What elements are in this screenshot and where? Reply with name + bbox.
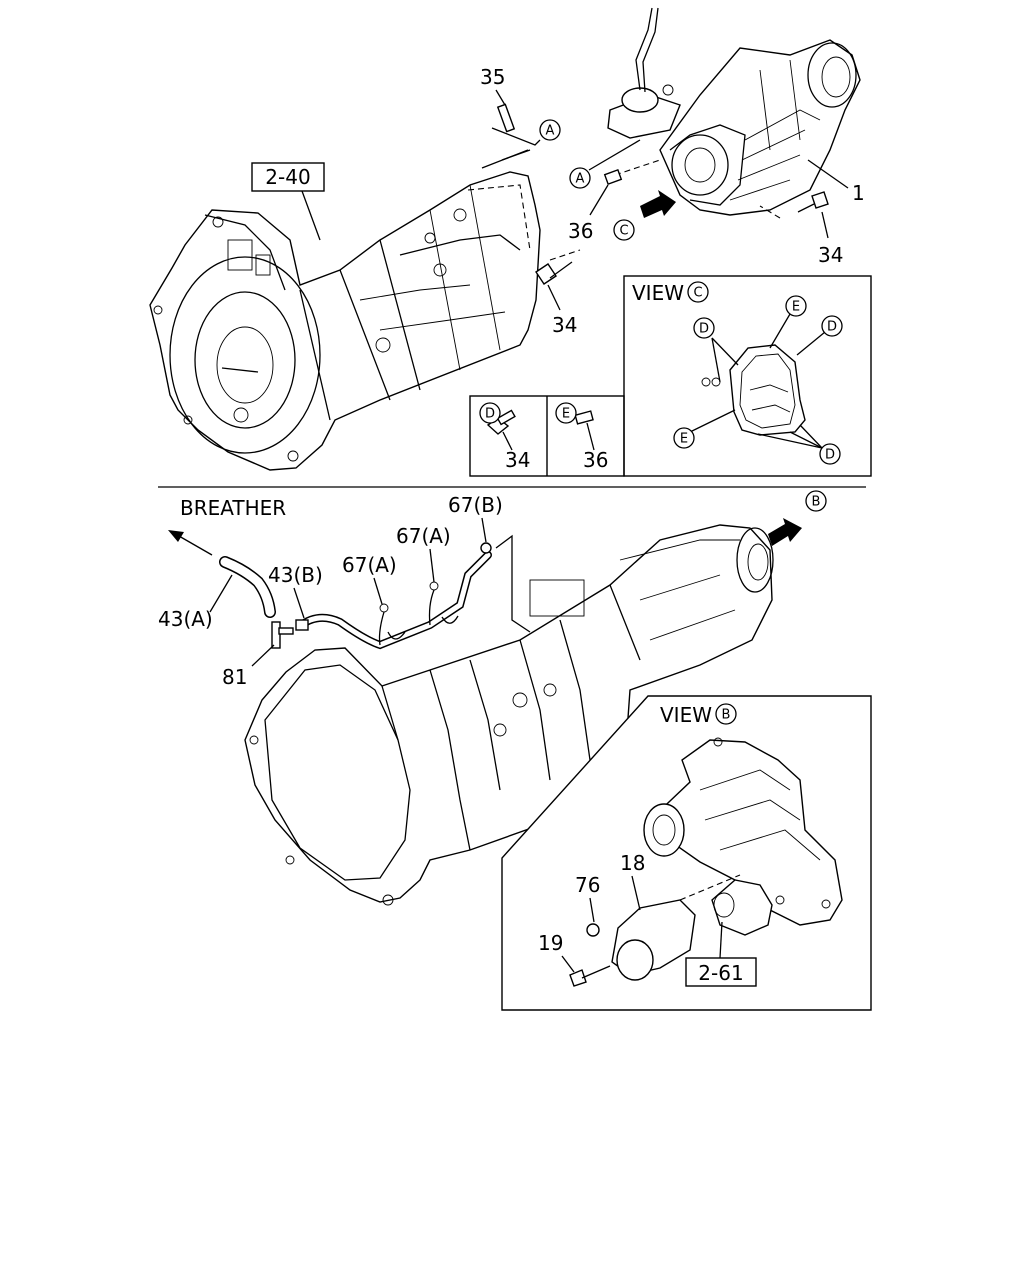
svg-text:D: D <box>827 320 837 335</box>
label-34-mid: 34 <box>552 313 577 337</box>
view-c-label: VIEW <box>632 281 684 305</box>
callout-d-view-2: D <box>821 315 843 337</box>
callout-b-view: B <box>715 703 737 725</box>
svg-text:B: B <box>812 495 821 510</box>
ref-box-2-61[interactable]: 2-61 <box>685 957 757 987</box>
svg-text:E: E <box>562 407 570 422</box>
breather-label: BREATHER <box>180 496 286 520</box>
label-18: 18 <box>620 851 645 875</box>
ref-2-40-label: 2-40 <box>265 165 310 189</box>
label-34-top-right: 34 <box>818 243 843 267</box>
ref-2-61-label: 2-61 <box>698 961 743 985</box>
callout-b-arrow: B <box>805 490 827 512</box>
label-34-box-d: 34 <box>505 448 530 472</box>
svg-text:B: B <box>722 708 731 723</box>
svg-text:C: C <box>693 286 702 301</box>
callout-c-view: C <box>687 281 709 303</box>
svg-text:D: D <box>699 322 709 337</box>
transmission-lower <box>244 524 774 906</box>
callout-d-view-3: D <box>819 443 841 465</box>
label-36-box-e: 36 <box>583 448 608 472</box>
label-67a-2: 67(A) <box>396 524 451 548</box>
view-b-panel: VIEW <box>501 695 872 1011</box>
label-67a-1: 67(A) <box>342 553 397 577</box>
callout-a-right: A <box>569 167 591 189</box>
detail-boxes: 34 36 <box>469 395 625 477</box>
view-b-label: VIEW <box>660 703 712 727</box>
label-35: 35 <box>480 65 505 89</box>
hose-43b-pipe <box>295 542 492 650</box>
callout-a-top: A <box>539 119 561 141</box>
callout-e-view-2: E <box>673 427 695 449</box>
callout-c-top: C <box>613 219 635 241</box>
svg-text:A: A <box>576 172 585 187</box>
label-43b: 43(B) <box>268 563 323 587</box>
bolt-34-mid: 34 <box>535 249 581 337</box>
hose-43a <box>219 556 276 618</box>
transmission-upper <box>149 171 541 471</box>
svg-text:D: D <box>485 407 495 422</box>
callout-d-view-1: D <box>693 317 715 339</box>
label-19: 19 <box>538 931 563 955</box>
label-76: 76 <box>575 873 600 897</box>
callout-d-box: D <box>479 402 501 424</box>
bolt-34-top-right: 34 <box>759 191 843 267</box>
svg-text:A: A <box>546 124 555 139</box>
label-81: 81 <box>222 665 247 689</box>
label-36-top: 36 <box>568 219 593 243</box>
svg-text:D: D <box>825 448 835 463</box>
callout-e-view-1: E <box>785 295 807 317</box>
view-c-panel: VIEW <box>623 275 872 477</box>
callout-e-box: E <box>555 402 577 424</box>
breather-arrow <box>168 530 213 556</box>
svg-text:E: E <box>792 300 800 315</box>
svg-text:E: E <box>680 432 688 447</box>
label-67b: 67(B) <box>448 493 503 517</box>
label-43a: 43(A) <box>158 607 213 631</box>
stud-35: 35 <box>480 65 516 133</box>
arrow-b <box>768 518 802 546</box>
transfer-case-upper <box>607 7 861 216</box>
dowel-36-detail-e <box>574 410 594 425</box>
ref-box-2-40[interactable]: 2-40 <box>251 162 325 192</box>
fitting-81 <box>271 621 294 649</box>
svg-text:C: C <box>619 224 628 239</box>
label-1: 1 <box>852 181 865 205</box>
